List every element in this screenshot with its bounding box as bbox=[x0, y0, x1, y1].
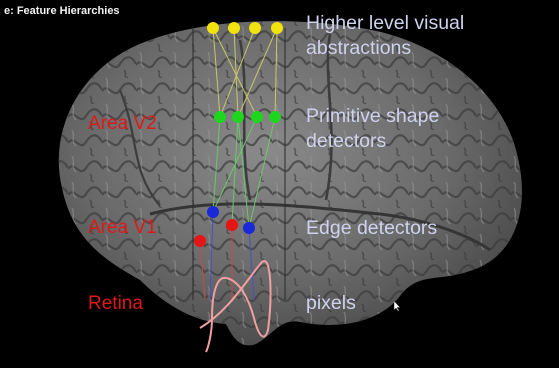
node-top-1 bbox=[207, 22, 219, 34]
node-v2-1 bbox=[214, 111, 226, 123]
description-line: pixels bbox=[306, 291, 356, 316]
description-line: Higher level visual bbox=[306, 11, 464, 36]
node-v1-blue-1 bbox=[207, 206, 219, 218]
node-v2-3 bbox=[251, 111, 263, 123]
slide-title: e: Feature Hierarchies bbox=[4, 5, 120, 17]
node-v1-red-1 bbox=[226, 219, 238, 231]
node-top-4 bbox=[271, 22, 283, 34]
level-top-description: Higher level visual abstractions bbox=[306, 11, 464, 61]
description-line: Edge detectors bbox=[306, 216, 437, 241]
node-v2-4 bbox=[269, 111, 281, 123]
level-v1-description: Edge detectors bbox=[306, 216, 437, 241]
retina-label: Retina bbox=[88, 293, 143, 315]
description-line: detectors bbox=[306, 129, 439, 154]
level-v2-description: Primitive shape detectors bbox=[306, 104, 439, 154]
node-v1-blue-2 bbox=[243, 222, 255, 234]
level-retina-description: pixels bbox=[306, 291, 356, 316]
mouse-pointer-icon bbox=[394, 301, 400, 311]
node-v1-red-2 bbox=[194, 235, 206, 247]
description-line: Primitive shape bbox=[306, 104, 439, 129]
area-v1-label: Area V1 bbox=[88, 217, 157, 239]
node-top-3 bbox=[249, 22, 261, 34]
description-line: abstractions bbox=[306, 36, 464, 61]
node-v2-2 bbox=[232, 111, 244, 123]
node-top-2 bbox=[228, 22, 240, 34]
area-v2-label: Area V2 bbox=[88, 113, 157, 135]
